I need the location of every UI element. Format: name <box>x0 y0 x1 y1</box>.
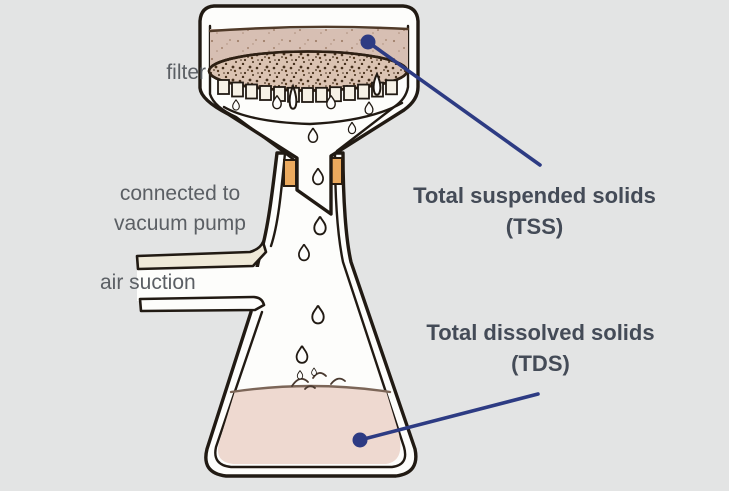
tds-heading-title: Total dissolved solids <box>426 320 655 345</box>
tss-heading-abbr: (TSS) <box>505 214 564 239</box>
filter-cake <box>207 50 409 92</box>
tds-heading-abbr: (TDS) <box>511 351 570 376</box>
vacuum-pump-label: connected to vacuum pump <box>95 179 265 239</box>
flask-liquid-fill <box>217 386 401 464</box>
vacuum-pump-label-line2: vacuum pump <box>114 212 246 235</box>
tss-heading: Total suspended solids (TSS) <box>394 180 675 242</box>
vacuum-pump-label-line1: connected to <box>119 182 241 205</box>
tss-pointer-line <box>366 40 542 167</box>
side-arm-interior <box>137 267 265 301</box>
funnel-contents <box>207 25 410 110</box>
air-suction-label: air suction <box>100 271 196 294</box>
tds-pointer <box>352 392 540 448</box>
funnel-inner-bottom <box>222 101 404 126</box>
tds-pointer-line <box>358 392 540 442</box>
funnel-inner-wall-left <box>208 24 295 161</box>
tds-heading: Total dissolved solids (TDS) <box>400 317 681 379</box>
flask-inner-wall <box>214 151 407 469</box>
tss-pointer-dot <box>360 34 376 50</box>
tss-heading-title: Total suspended solids <box>413 183 656 208</box>
tds-pointer-dot <box>352 432 368 448</box>
side-arm-bottom-wall <box>138 295 266 313</box>
filter-label: filter <box>166 61 206 84</box>
filter-drips <box>288 71 382 110</box>
stopper-left <box>283 159 297 187</box>
suspension-surface-line <box>208 25 410 33</box>
side-arm-top-wall <box>135 240 268 271</box>
tss-pointer <box>360 34 542 167</box>
side-arm-tube <box>135 240 268 313</box>
